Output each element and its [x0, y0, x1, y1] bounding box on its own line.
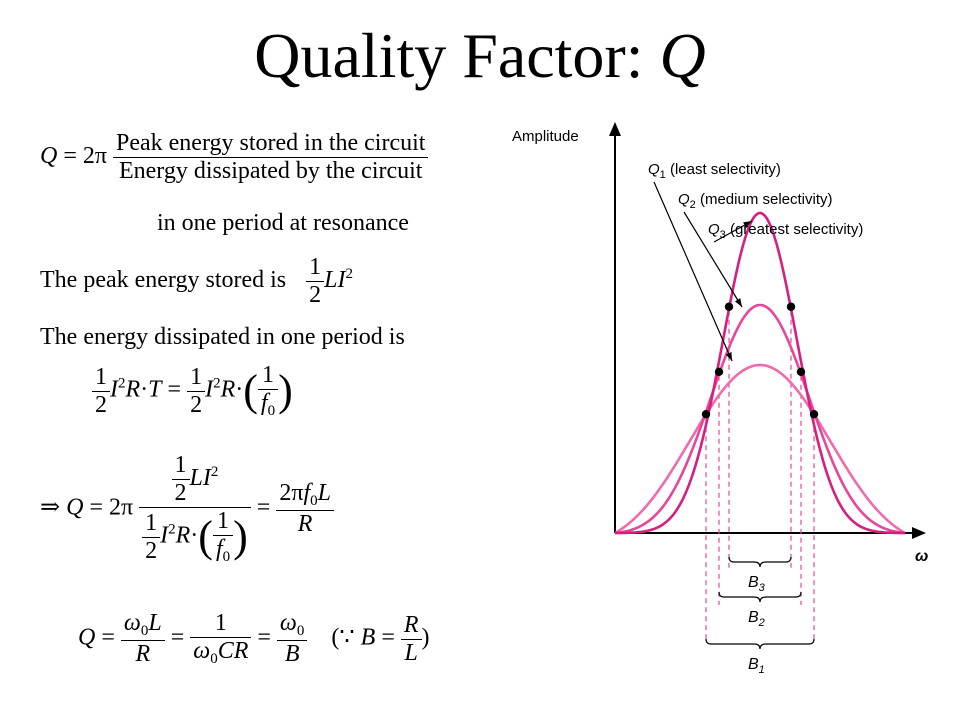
q-definition-formula: Q = 2π Peak energy stored in the circuit… [40, 130, 429, 185]
legend-label-q1: Q1 (least selectivity) [648, 161, 781, 181]
legend-arrowhead-icon [725, 352, 732, 361]
curve-q1 [614, 363, 906, 535]
curve-q3 [615, 211, 905, 535]
legend-label-q2: Q2 (medium selectivity) [678, 191, 833, 211]
bandwidth-label-b2: B2 [748, 609, 765, 629]
y-axis-arrow-icon [609, 122, 621, 136]
legend-arrowhead-icon [743, 221, 752, 228]
bandwidth-bracket-b2 [718, 591, 802, 603]
half-power-point-q1-right [809, 410, 819, 419]
half-power-point-q1-left [701, 410, 711, 419]
x-axis-arrow-icon [912, 527, 926, 539]
bandwidth-bracket-b3 [728, 556, 792, 568]
energy-dissipated-text: The energy dissipated in one period is [40, 324, 405, 350]
half-power-point-q2-left [714, 367, 724, 377]
x-axis-label: ω [915, 548, 928, 565]
curve-q2 [614, 303, 906, 535]
legend-arrowhead-icon [734, 298, 742, 307]
y-axis [609, 122, 621, 533]
bandwidth-bracket-b1 [705, 638, 815, 650]
q-symbol: Q [659, 20, 706, 91]
half-power-point-q3-left [724, 302, 734, 311]
y-axis-label: Amplitude [512, 128, 579, 145]
legend-label-q3: Q3 (greatest selectivity) [708, 221, 863, 241]
q-definition-denominator-line2: in one period at resonance [157, 210, 409, 236]
legend-pointer-q1 [653, 181, 733, 362]
bandwidth-label-b1: B1 [748, 656, 765, 676]
x-axis [615, 527, 926, 539]
legend-pointer-q2 [683, 211, 743, 308]
half-power-point-q2-right [796, 367, 806, 377]
bandwidth-label-b3: B3 [748, 574, 766, 594]
slide-title: Quality Factor: Q [254, 20, 706, 91]
half-power-point-q3-right [786, 302, 796, 311]
